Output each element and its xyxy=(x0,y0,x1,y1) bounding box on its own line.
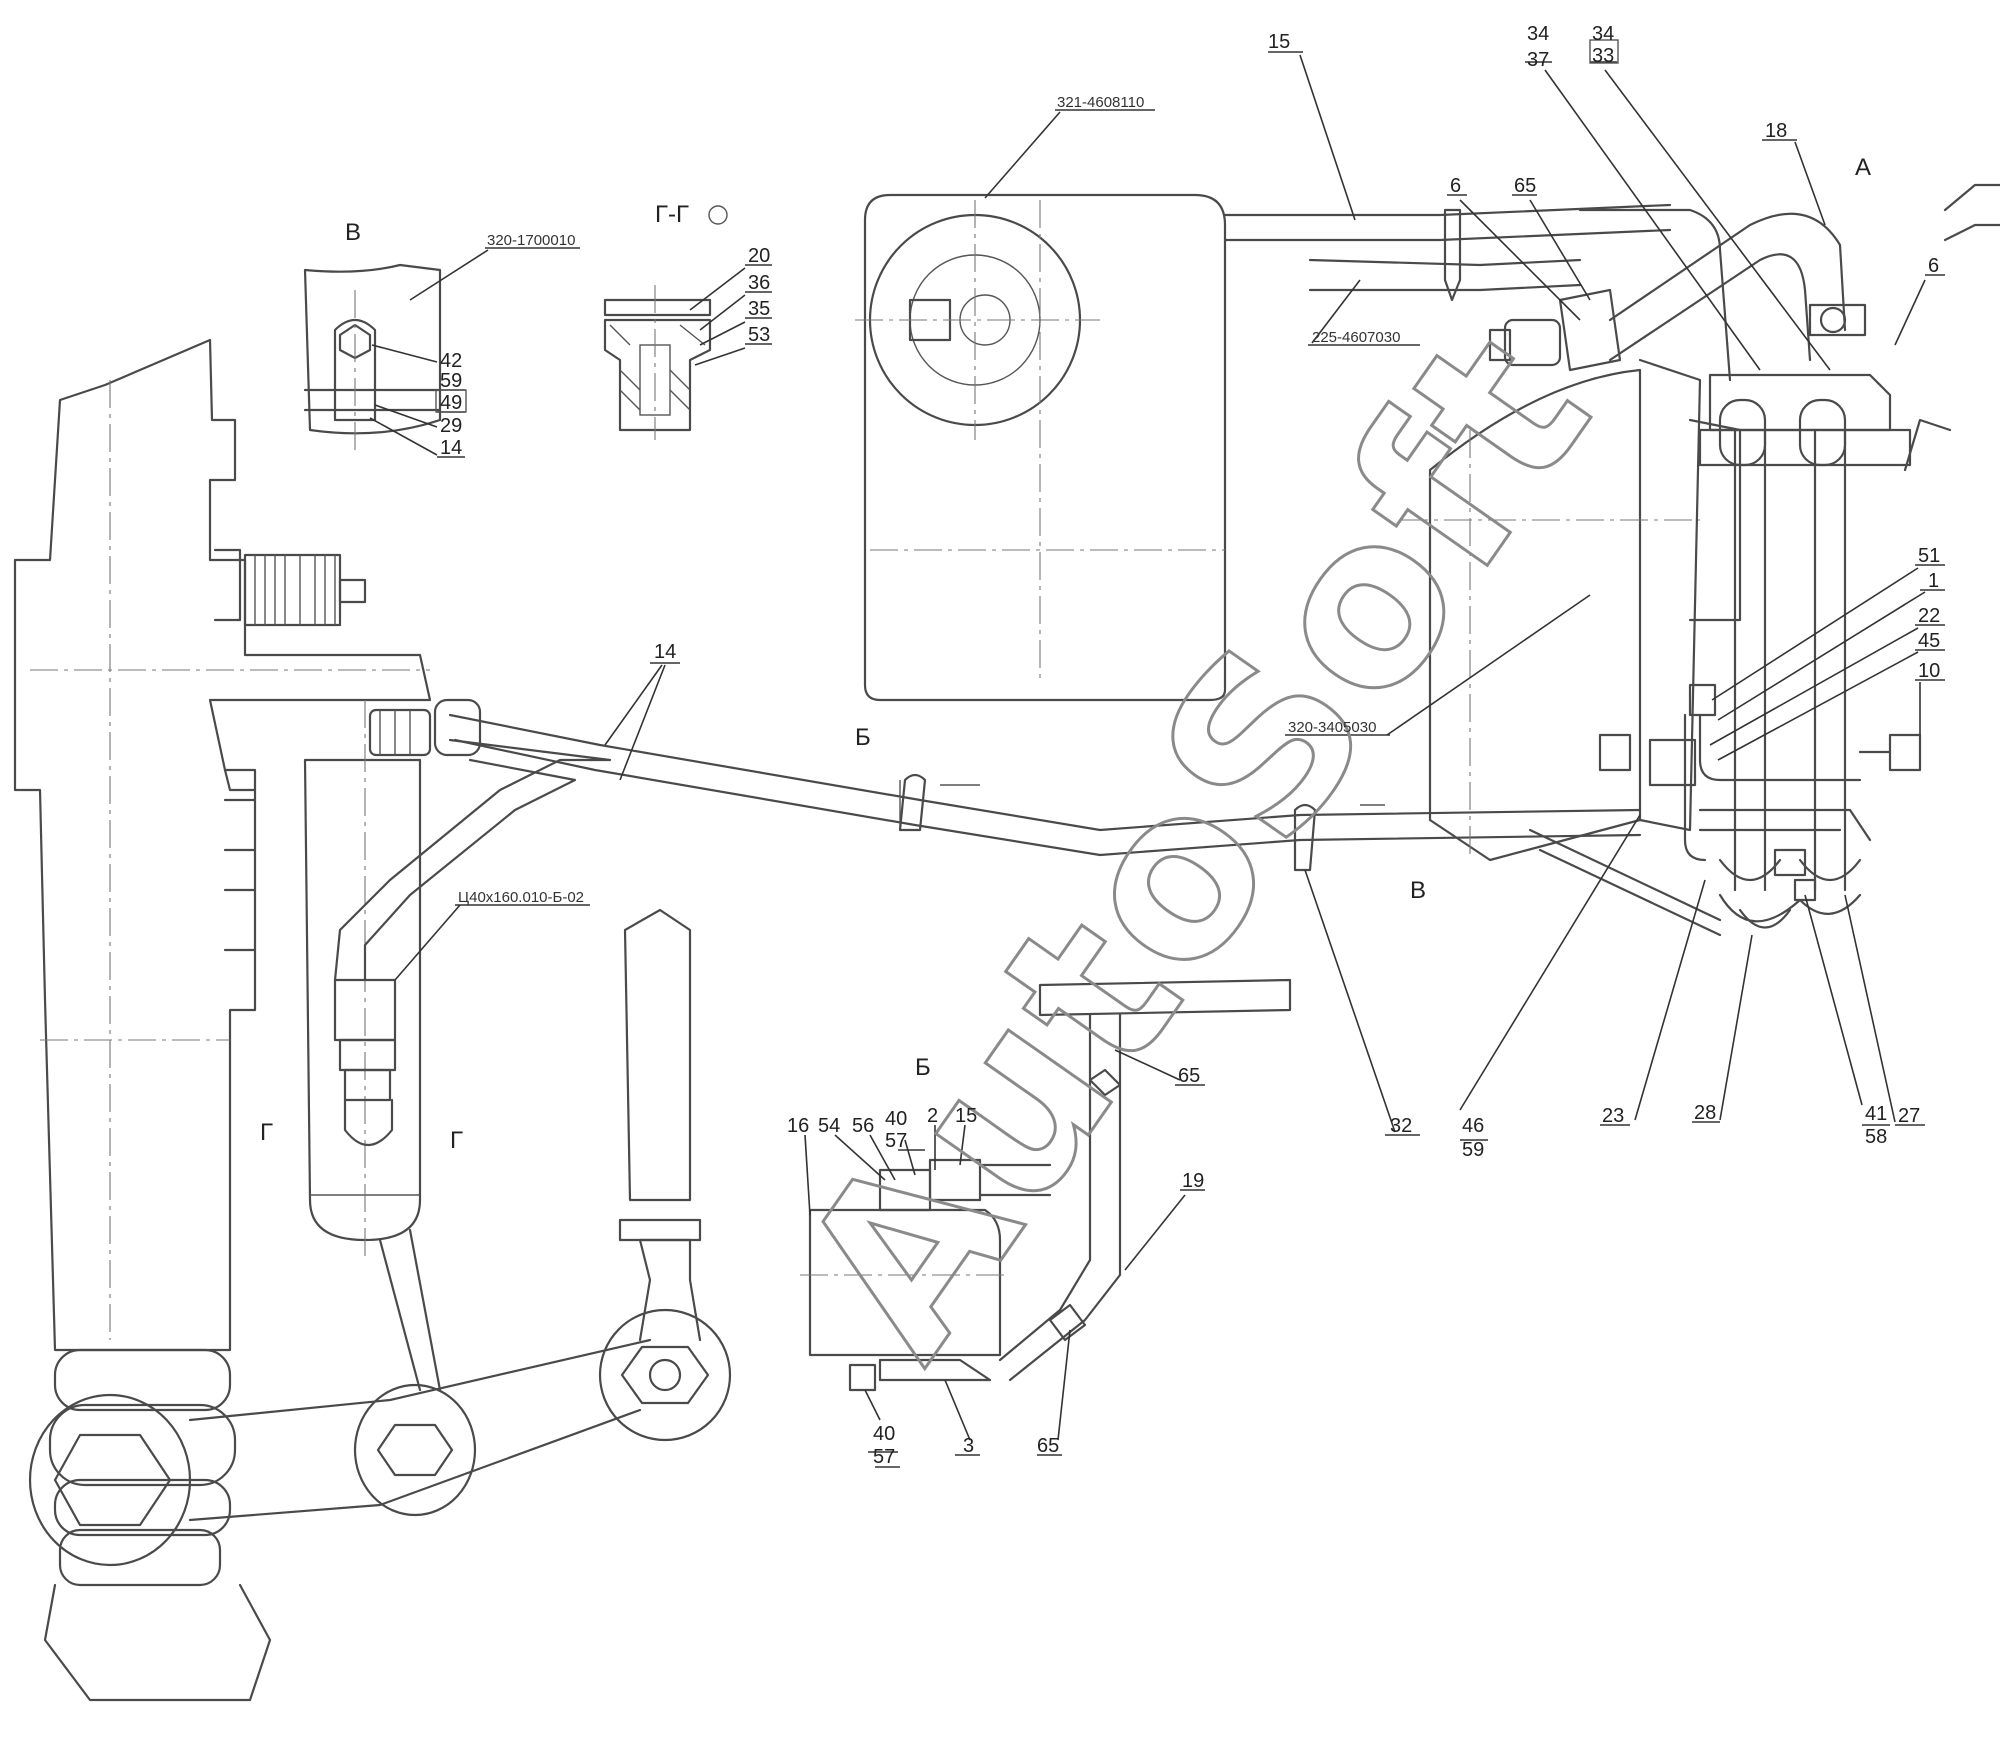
callout-3: 3 xyxy=(963,1435,974,1457)
code-3405030: 320-3405030 xyxy=(1288,719,1376,736)
code-4608110: 321-4608110 xyxy=(1057,94,1144,111)
strut-23 xyxy=(1528,828,1722,937)
section-g-g xyxy=(603,285,712,440)
hydraulic-cylinder xyxy=(303,700,422,1260)
labels: В Г-Г Б А Б В Г Г 320-1700010 321-460811… xyxy=(260,23,1940,1468)
view-v-title: В xyxy=(345,219,361,246)
view-a-mark: А xyxy=(1855,154,1871,181)
lower-joint xyxy=(28,1348,272,1702)
pipe-15 xyxy=(1223,203,1732,382)
section-g-right-mark: Г xyxy=(450,1127,463,1154)
fittings-right xyxy=(1683,683,1922,862)
section-g-left-mark: Г xyxy=(260,1119,273,1146)
callout-20: 20 xyxy=(748,245,770,267)
callout-54: 54 xyxy=(818,1115,840,1137)
section-symbol-icon xyxy=(708,205,728,225)
callout-57-bot: 57 xyxy=(873,1446,895,1468)
callout-15-b: 15 xyxy=(955,1105,977,1127)
callout-65-bot: 65 xyxy=(1037,1435,1059,1457)
callout-22: 22 xyxy=(1918,605,1940,627)
callout-53: 53 xyxy=(748,324,770,346)
callout-41: 41 xyxy=(1865,1103,1887,1125)
callout-40-top: 40 xyxy=(885,1108,907,1130)
callout-19: 19 xyxy=(1182,1170,1204,1192)
callout-14-main: 14 xyxy=(654,641,676,663)
oil-tank xyxy=(855,193,1227,702)
callout-10: 10 xyxy=(1918,660,1940,682)
callout-32: 32 xyxy=(1390,1115,1412,1137)
leaders xyxy=(369,51,1945,1468)
callout-36: 36 xyxy=(748,272,770,294)
code-4607030: 225-4607030 xyxy=(1312,329,1400,346)
top-right-bracket xyxy=(1903,183,2000,472)
frame-left xyxy=(13,338,432,1352)
callout-6-right: 6 xyxy=(1928,255,1939,277)
callout-28: 28 xyxy=(1694,1102,1716,1124)
watermark-text: AutoSoft xyxy=(750,285,1643,1401)
callout-29: 29 xyxy=(440,415,462,437)
callout-1: 1 xyxy=(1928,570,1939,592)
callout-57-top: 57 xyxy=(885,1130,907,1152)
view-b-mark: Б xyxy=(855,724,871,751)
callout-18: 18 xyxy=(1765,120,1787,142)
callout-14-v: 14 xyxy=(440,437,462,459)
callout-2: 2 xyxy=(927,1105,938,1127)
section-g-g-title: Г-Г xyxy=(655,201,689,228)
link-rods xyxy=(188,908,732,1522)
callout-6-top: 6 xyxy=(1450,175,1461,197)
callout-58: 58 xyxy=(1865,1126,1887,1148)
hose-18 xyxy=(1488,212,1867,372)
callout-49: 49 xyxy=(440,392,462,414)
view-b-title: Б xyxy=(915,1054,931,1081)
callout-45: 45 xyxy=(1918,630,1940,652)
callout-35: 35 xyxy=(748,298,770,320)
callout-34b: 34 xyxy=(1592,23,1614,45)
callout-23: 23 xyxy=(1602,1105,1624,1127)
pipe-14 xyxy=(333,698,1642,982)
callout-56: 56 xyxy=(852,1115,874,1137)
tube-spec: Ц40х160.010-Б-02 xyxy=(458,889,584,906)
callout-42: 42 xyxy=(440,350,462,372)
callout-65-mid: 65 xyxy=(1178,1065,1200,1087)
callout-37: 37 xyxy=(1527,49,1549,71)
callout-33: 33 xyxy=(1592,45,1614,67)
callout-40-bot: 40 xyxy=(873,1423,895,1445)
code-1700010: 320-1700010 xyxy=(487,232,575,249)
callout-59-v: 59 xyxy=(440,370,462,392)
distributor xyxy=(1400,358,1742,862)
callout-59-b: 59 xyxy=(1462,1139,1484,1161)
callout-27: 27 xyxy=(1898,1105,1920,1127)
boxed-numbers xyxy=(435,39,1619,413)
callout-46: 46 xyxy=(1462,1115,1484,1137)
callout-34a: 34 xyxy=(1527,23,1549,45)
callout-65-top: 65 xyxy=(1514,175,1536,197)
callout-51: 51 xyxy=(1918,545,1940,567)
valve-block xyxy=(1698,373,1912,929)
callout-15-top: 15 xyxy=(1268,31,1290,53)
view-v-mark: В xyxy=(1410,877,1426,904)
callout-16: 16 xyxy=(787,1115,809,1137)
view-b-detail xyxy=(800,978,1292,1392)
